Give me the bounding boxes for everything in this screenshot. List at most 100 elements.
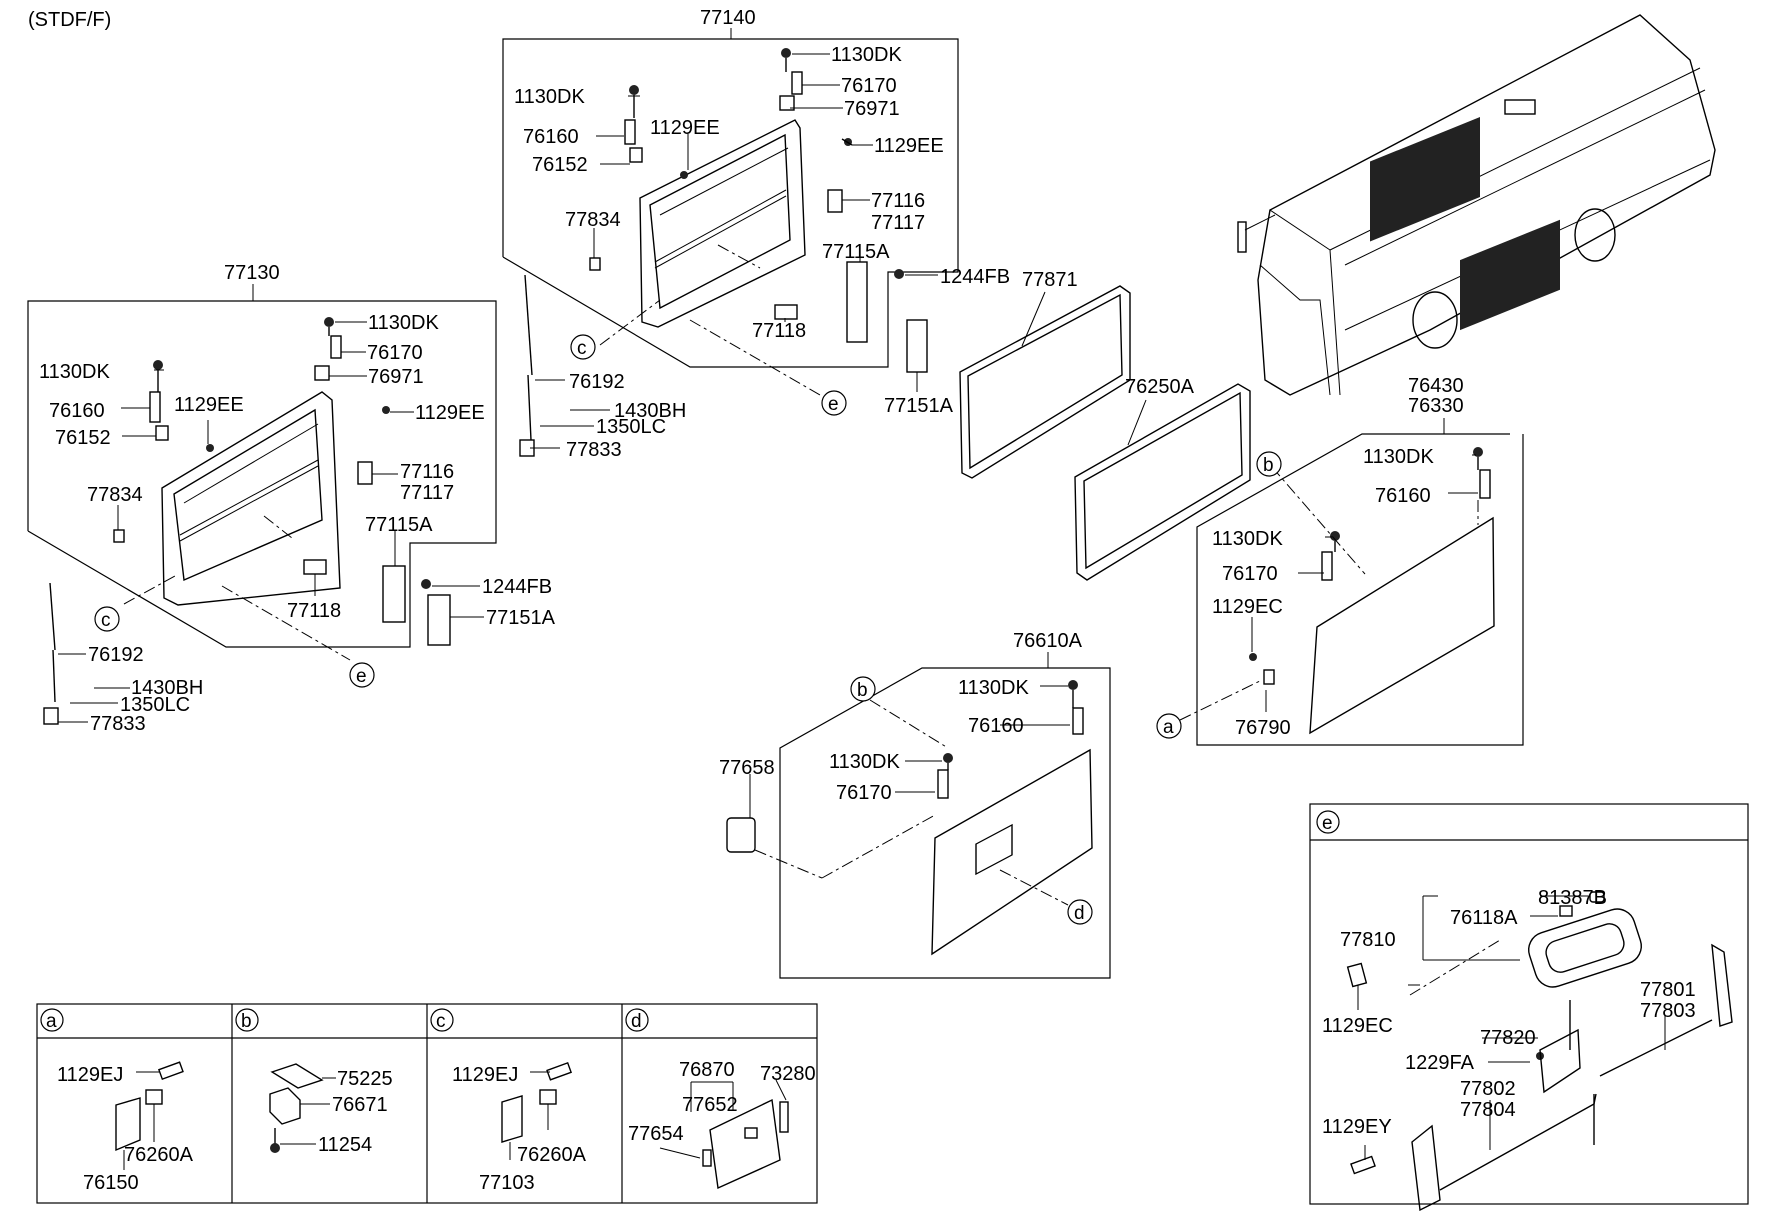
detail-a-badge bbox=[40, 1008, 64, 1032]
callout-b bbox=[850, 676, 876, 702]
callout-e-label: e bbox=[828, 394, 839, 415]
label-77833: 77833 bbox=[90, 713, 146, 735]
detail-e-badge bbox=[1316, 810, 1340, 834]
door-panel-icon bbox=[161, 391, 341, 606]
handle-icon bbox=[774, 304, 798, 320]
label-77801: 77801 bbox=[1640, 979, 1696, 1001]
hinge-icon bbox=[1411, 943, 1733, 1211]
door-panel-icon bbox=[639, 119, 806, 328]
label-76192: 76192 bbox=[569, 371, 625, 393]
callout-b-label: b bbox=[857, 680, 868, 701]
group-label-77871: 77871 bbox=[1022, 269, 1078, 291]
assembly-76430: 76430 76330 1130DK 76160 1130DK 76170 11… bbox=[1156, 375, 1524, 746]
bus-illustration-icon bbox=[1237, 14, 1716, 396]
group-label-76250A: 76250A bbox=[1125, 376, 1195, 398]
label-77151A: 77151A bbox=[884, 395, 954, 417]
bolt-icon bbox=[943, 680, 1078, 770]
sticker-77151A bbox=[906, 319, 928, 373]
label-76971: 76971 bbox=[844, 98, 900, 120]
callout-d bbox=[1067, 899, 1093, 925]
callout-e-label: e bbox=[356, 666, 367, 687]
bolt-icon bbox=[546, 1061, 573, 1081]
detail-a-title: a bbox=[46, 1011, 57, 1032]
label-1130DK: 1130DK bbox=[1212, 528, 1283, 550]
hinge-icon bbox=[1263, 469, 1491, 685]
label-77116: 77116 bbox=[400, 461, 454, 483]
detail-d-badge bbox=[625, 1008, 649, 1032]
label-76192: 76192 bbox=[88, 644, 144, 666]
group-label-77130: 77130 bbox=[224, 262, 280, 284]
callout-c bbox=[94, 606, 120, 632]
callout-c bbox=[570, 334, 596, 360]
sticker-77151A bbox=[427, 594, 451, 646]
label-76170: 76170 bbox=[1222, 563, 1278, 585]
assembly-76610A: 76610A 1130DK 76160 77658 1130DK 76170 b… bbox=[719, 630, 1111, 979]
group-label-76330: 76330 bbox=[1408, 395, 1464, 417]
label-76971: 76971 bbox=[368, 366, 424, 388]
label-77118: 77118 bbox=[752, 320, 806, 342]
label-77810: 77810 bbox=[1340, 929, 1396, 951]
detail-d-title: d bbox=[631, 1011, 642, 1032]
label-76160: 76160 bbox=[968, 715, 1024, 737]
label-1129EY: 1129EY bbox=[1322, 1116, 1392, 1138]
window-seals: 77871 76250A bbox=[959, 269, 1251, 581]
label-77802: 77802 bbox=[1460, 1078, 1516, 1100]
detail-c-badge bbox=[430, 1008, 454, 1032]
detail-e-panel: e 81387 bbox=[1309, 803, 1749, 1211]
group-label-76610A: 76610A bbox=[1013, 630, 1083, 652]
label-1130DK: 1130DK bbox=[831, 44, 902, 66]
label-1350LC: 1350LC bbox=[120, 694, 190, 716]
label-77654: 77654 bbox=[628, 1123, 684, 1145]
label-76118A: 76118A bbox=[1450, 907, 1518, 929]
label-1129EE: 1129EE bbox=[650, 117, 720, 139]
callout-d-label: d bbox=[1074, 903, 1085, 924]
label-77834: 77834 bbox=[565, 209, 621, 231]
label-77834: 77834 bbox=[87, 484, 143, 506]
label-77151A: 77151A bbox=[486, 607, 556, 629]
label-1129EE: 1129EE bbox=[174, 394, 244, 416]
label-75225: 75225 bbox=[337, 1068, 393, 1090]
label-76160: 76160 bbox=[1375, 485, 1431, 507]
assembly-77130: 77130 bbox=[27, 262, 556, 735]
label-77103: 77103 bbox=[479, 1172, 535, 1194]
label-77116: 77116 bbox=[871, 190, 925, 212]
bolt-icon bbox=[157, 1061, 184, 1081]
handle-icon bbox=[1528, 891, 1642, 988]
label-1430BH: 1430BH bbox=[131, 677, 203, 699]
label-76260A: 76260A bbox=[124, 1144, 194, 1166]
label-77803: 77803 bbox=[1640, 1000, 1696, 1022]
label-1129EE: 1129EE bbox=[415, 402, 485, 424]
label-77115A: 77115A bbox=[365, 514, 433, 536]
label-76150: 76150 bbox=[83, 1172, 139, 1194]
group-label-76430: 76430 bbox=[1408, 375, 1464, 397]
sticker-77115A bbox=[846, 261, 868, 343]
detail-c-title: c bbox=[436, 1011, 446, 1032]
assembly-77140: 77140 bbox=[502, 7, 1010, 461]
callout-b bbox=[1256, 451, 1282, 477]
label-76152: 76152 bbox=[532, 154, 588, 176]
label-1130DK: 1130DK bbox=[829, 751, 900, 773]
label-1129EE: 1129EE bbox=[874, 135, 944, 157]
handle-icon bbox=[303, 559, 327, 575]
label-76170: 76170 bbox=[367, 342, 423, 364]
detail-panels: a b c d 1129EJ 76260A 76150 75225 76671 … bbox=[36, 1003, 818, 1204]
handle-icon bbox=[726, 817, 756, 853]
callout-c-label: c bbox=[577, 338, 587, 359]
label-77117: 77117 bbox=[871, 212, 925, 234]
bolt-icon bbox=[1249, 447, 1483, 661]
label-81387B: 81387B bbox=[1538, 887, 1607, 909]
callout-a bbox=[1156, 713, 1182, 739]
detail-b-badge bbox=[235, 1008, 259, 1032]
label-77820: 77820 bbox=[1480, 1027, 1536, 1049]
label-76870: 76870 bbox=[679, 1059, 735, 1081]
label-76671: 76671 bbox=[332, 1094, 388, 1116]
label-1430BH: 1430BH bbox=[614, 400, 686, 422]
label-1130DK: 1130DK bbox=[1363, 446, 1434, 468]
label-1350LC: 1350LC bbox=[596, 416, 666, 438]
label-77652: 77652 bbox=[682, 1094, 738, 1116]
label-1229FA: 1229FA bbox=[1405, 1052, 1475, 1074]
label-77658: 77658 bbox=[719, 757, 775, 779]
label-77118: 77118 bbox=[287, 600, 341, 622]
gas-strut-icon bbox=[519, 274, 535, 457]
